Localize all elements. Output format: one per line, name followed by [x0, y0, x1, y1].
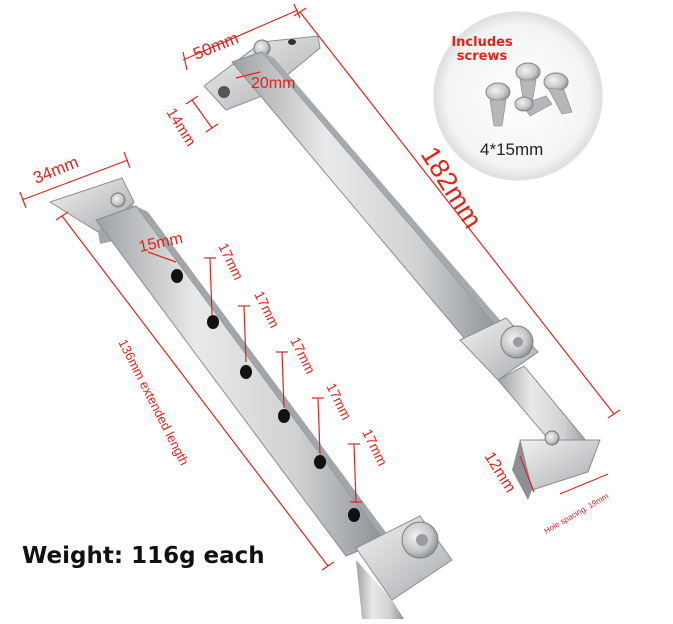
mount-hole [218, 86, 230, 98]
dim-17-3: 17mm [287, 334, 318, 376]
screws-title-line2: screws [456, 49, 508, 64]
dim-136-extended: 136mm extended length [115, 337, 192, 468]
dim-17-2: 17mm [251, 288, 282, 330]
dim-34: 34mm [30, 152, 81, 187]
dim-17-4: 17mm [323, 380, 354, 422]
screws-title: Includes screws [437, 36, 527, 64]
weight-label: Weight: 116g each [22, 543, 265, 569]
right-arm [203, 35, 601, 500]
dimension-lines [19, 3, 621, 571]
dim-20: 20mm [251, 75, 295, 92]
screw-icon [485, 62, 573, 127]
dim-50: 50mm [190, 28, 241, 63]
dim-12: 12mm [481, 449, 519, 496]
screws-inset [433, 11, 603, 181]
adjustment-holes [171, 269, 360, 522]
dim-17-5: 17mm [359, 426, 390, 468]
hole-spacing-note: Hole spacing: 19mm [543, 491, 611, 535]
dim-14: 14mm [163, 105, 200, 149]
left-arm [48, 177, 453, 619]
dim-17-1: 17mm [215, 240, 246, 282]
screw-size: 4*15mm [480, 140, 544, 159]
screws-title-line1: Includes [451, 35, 513, 50]
